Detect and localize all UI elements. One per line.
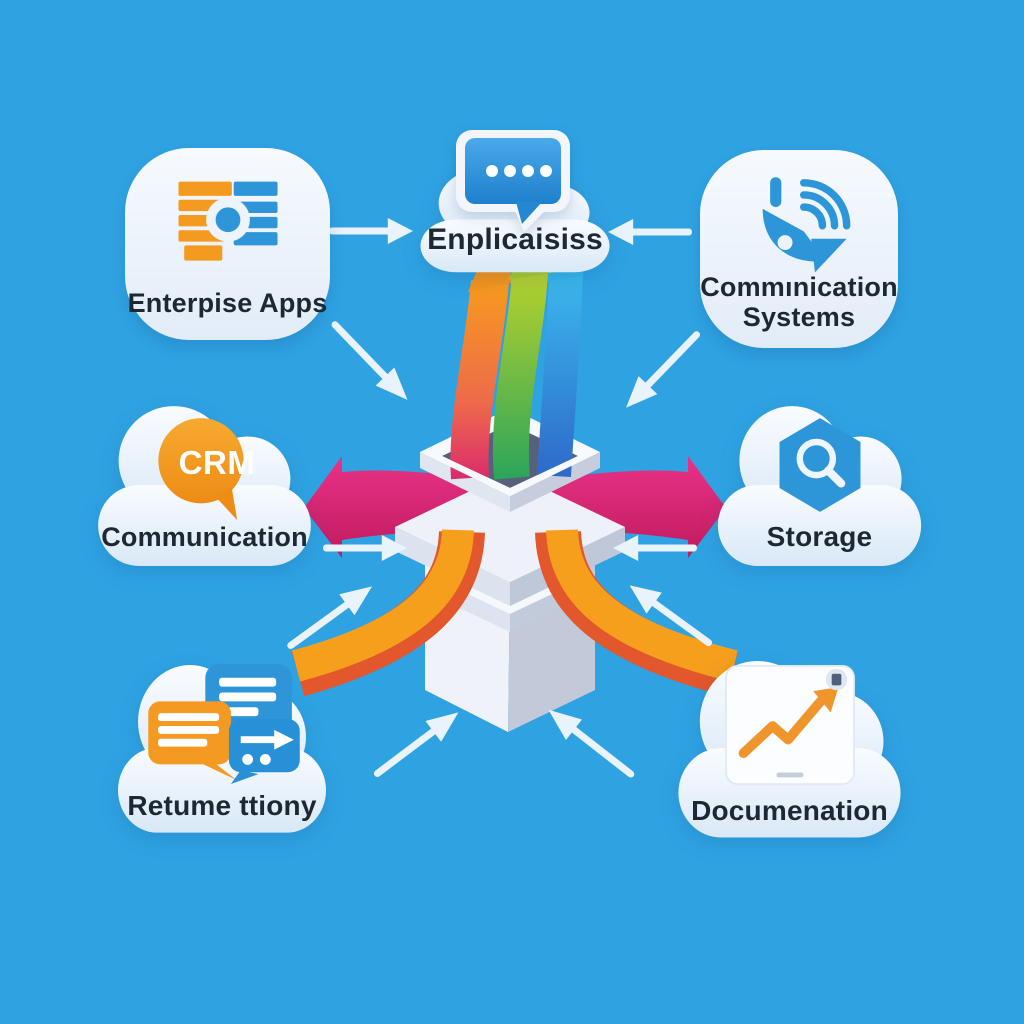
conversation-bubbles-icon <box>148 663 300 784</box>
enterprise-apps-icon <box>178 181 278 261</box>
node-documenation-label: Documenation <box>691 794 888 826</box>
crm-speech-bubble-icon <box>158 418 244 521</box>
ribbon-orange-up <box>450 280 509 480</box>
commsys-label-line2: Systems <box>742 301 856 332</box>
analytics-tablet-icon <box>725 664 855 786</box>
connector-arrow-commsys-to-hub <box>608 219 692 245</box>
node-crm: CRM Communication <box>92 398 317 570</box>
connector-arrow-enterprise-to-hub <box>329 218 413 244</box>
connector-arrow-crm-to-tower <box>323 535 407 561</box>
node-enterprise-apps-label: Enterpise Apps <box>127 287 328 318</box>
node-storage: Storage <box>712 398 927 570</box>
commsys-label-line1: Commınication <box>700 271 898 302</box>
node-retume-label: Retume ttiony <box>127 789 317 821</box>
node-applications-hub-label: Enplicaisiss <box>427 223 603 257</box>
connector-arrow-topleft-diagonal <box>323 313 417 409</box>
storage-search-hexagon-icon <box>779 418 861 512</box>
ribbon-blue <box>537 269 583 478</box>
tower-rim-front-edge <box>420 452 600 496</box>
orange-output-ribbon-right <box>535 528 738 697</box>
node-communication-systems-label: Commınication Systems <box>700 272 898 332</box>
connector-arrow-topright-diagonal <box>617 323 709 417</box>
node-crm-label: Communication <box>101 521 308 552</box>
integration-hub-tower <box>291 230 738 732</box>
chat-bubble-icon <box>456 130 570 232</box>
node-storage-label: Storage <box>766 520 873 552</box>
node-enterprise-apps-shape <box>125 148 330 340</box>
connector-arrow-midright-up-diagonal <box>622 575 719 655</box>
ribbon-green <box>492 270 548 480</box>
connector-arrow-retume-to-tower <box>367 702 467 786</box>
satellite-dish-icon <box>762 177 851 273</box>
orange-output-ribbon-left <box>291 528 485 697</box>
node-retume: Retume ttiony <box>112 652 332 837</box>
connector-arrow-storage-to-tower <box>613 535 697 561</box>
node-communication-systems: Commınication Systems <box>700 150 898 348</box>
node-documenation: Documenation <box>672 652 907 842</box>
crm-badge: CRM <box>178 444 256 481</box>
connector-arrow-documenation-to-tower <box>540 700 641 787</box>
connector-arrow-midleft-up-diagonal <box>280 576 379 658</box>
node-enterprise-apps: Enterpise Apps <box>125 148 330 340</box>
